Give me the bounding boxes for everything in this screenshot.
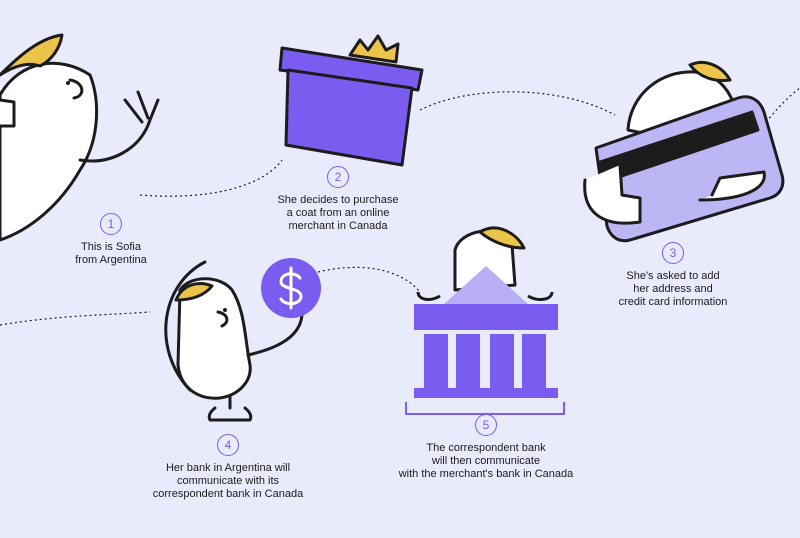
step-2: 2 She decides to purchase a coat from an… [248,166,428,233]
gift-box-icon [278,34,424,167]
step-number: 5 [475,414,497,436]
step-number: 4 [217,434,239,456]
credit-card-icon [583,60,785,243]
step-caption: The correspondent bank will then communi… [398,442,574,480]
bank-building-icon [405,226,565,415]
step-5: 5 The correspondent bank will then commu… [396,414,576,481]
step-number: 2 [327,166,349,188]
step-caption: She decides to purchase a coat from an o… [277,194,399,232]
waving-person-icon [0,33,160,242]
globe-dollar-icon [164,258,321,422]
step-1: 1 This is Sofia from Argentina [46,213,176,267]
step-4: 4 Her bank in Argentina will communicate… [138,434,318,501]
step-number: 1 [100,213,122,235]
step-caption: This is Sofia from Argentina [75,241,147,266]
step-number: 3 [662,242,684,264]
step-3: 3 She's asked to add her address and cre… [588,242,758,309]
step-caption: Her bank in Argentina will communicate w… [152,462,304,500]
step-caption: She's asked to add her address and credi… [618,270,728,308]
